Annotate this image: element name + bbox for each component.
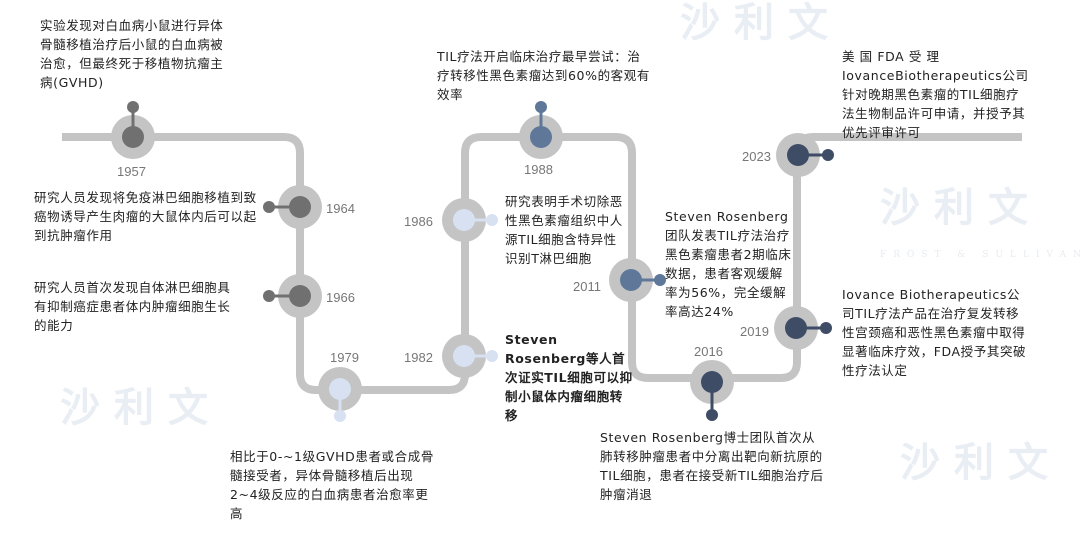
year-label: 1979	[330, 350, 359, 365]
year-label: 1964	[326, 201, 355, 216]
year-label: 2019	[740, 324, 769, 339]
event-text-2019: Iovance Biotherapeutics公司TIL疗法产品在治疗复发转移性…	[842, 287, 1027, 378]
node-1964: 1964	[263, 185, 355, 229]
year-label: 1957	[117, 164, 146, 179]
event-text-1986: 研究表明手术切除恶性黑色素瘤组织中人源TIL细胞含特异性识别T淋巴细胞	[505, 194, 623, 266]
event-text-2023: 美 国 FDA 受 理 IovanceBiotherapeutics公司针对晚期…	[842, 49, 1029, 140]
watermark: 沙利文	[880, 185, 1042, 231]
year-label: 2016	[694, 344, 723, 359]
watermark: 沙利文	[900, 440, 1062, 486]
event-text-1988: TIL疗法开启临床治疗最早尝试：治疗转移性黑色素瘤达到60%的客观有效率	[437, 49, 650, 102]
event-text-2016: Steven Rosenberg博士团队首次从肺转移肿瘤患者中分离出靶向新抗原的…	[600, 430, 824, 502]
node-2023: 2023	[742, 133, 834, 177]
node-2016: 2016	[690, 344, 734, 421]
node-1982: 1982	[404, 334, 498, 378]
year-label: 1966	[326, 290, 355, 305]
node-1966: 1966	[263, 274, 355, 318]
year-label: 2023	[742, 149, 771, 164]
year-label: 1982	[404, 350, 433, 365]
node-1986: 1986	[404, 198, 498, 242]
watermark: 沙利文	[60, 385, 222, 431]
node-1988: 1988	[519, 101, 563, 177]
watermark-en: FROST & SULLIVAN	[880, 250, 1080, 260]
node-2011: 2011	[573, 258, 666, 302]
event-text-1964: 研究人员发现将免疫淋巴细胞移植到致癌物诱导产生肉瘤的大鼠体内后可以起到抗肿瘤作用	[34, 190, 257, 243]
event-text-1979: 相比于0-~1级GVHD患者或合成骨髓接受者，异体骨髓移植后出现2~4级反应的白…	[230, 449, 434, 521]
event-text-1982: Steven Rosenberg等人首次证实TIL细胞可以抑制小鼠体内瘤细胞转移	[505, 332, 633, 423]
event-text-1957: 实验发现对白血病小鼠进行异体骨髓移植治疗后小鼠的白血病被治愈，但最终死于移植物抗…	[40, 18, 224, 90]
event-text-2011: Steven Rosenberg团队发表TIL疗法治疗黑色素瘤患者2期临床数据，…	[665, 209, 792, 319]
node-1957: 1957	[111, 101, 155, 179]
event-text-1966: 研究人员首次发现自体淋巴细胞具有抑制癌症患者体内肿瘤细胞生长的能力	[34, 280, 231, 333]
node-1979: 1979	[318, 350, 362, 422]
year-label: 1988	[524, 162, 553, 177]
watermark: 沙利文	[680, 0, 842, 46]
year-label: 1986	[404, 214, 433, 229]
node-2019: 2019	[740, 306, 832, 350]
year-label: 2011	[573, 279, 601, 294]
